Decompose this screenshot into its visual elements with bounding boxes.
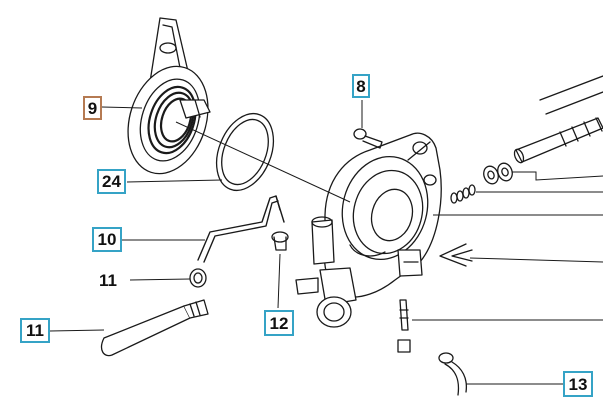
part-24-gasket [215, 113, 275, 191]
part-10-pipe [197, 195, 285, 263]
callout-24[interactable]: 24 [97, 169, 126, 194]
callout-10[interactable]: 10 [92, 227, 122, 252]
leader-line-chevron [469, 257, 603, 263]
drive-shaft [513, 75, 603, 164]
leader-line-9-to-housing [175, 121, 351, 203]
part-11-hose [100, 299, 209, 357]
part-8-screw [353, 128, 383, 149]
leader-line-11a [129, 278, 191, 281]
leader-line-24 [126, 179, 223, 183]
adjuster-needle [397, 299, 411, 353]
part-13-hose [438, 352, 468, 396]
leader-line-9 [101, 106, 143, 109]
part-11-seal [189, 268, 207, 288]
oil-pump-housing [295, 132, 442, 328]
washers [483, 162, 513, 185]
callout-12[interactable]: 12 [264, 310, 294, 336]
callout-13[interactable]: 13 [563, 371, 593, 397]
leader-line-11b [49, 329, 105, 332]
small-spring [450, 184, 476, 204]
callout-11-seal[interactable]: 11 [99, 270, 117, 290]
part-12-nozzle [271, 231, 289, 251]
callout-11-hose[interactable]: 11 [20, 318, 50, 343]
part-9-spring-assembly [127, 17, 211, 175]
callout-9[interactable]: 9 [83, 96, 102, 120]
leader-line-washer [512, 171, 603, 181]
leader-line-12 [277, 253, 281, 309]
callout-8[interactable]: 8 [352, 74, 370, 98]
direction-chevron [439, 243, 473, 267]
